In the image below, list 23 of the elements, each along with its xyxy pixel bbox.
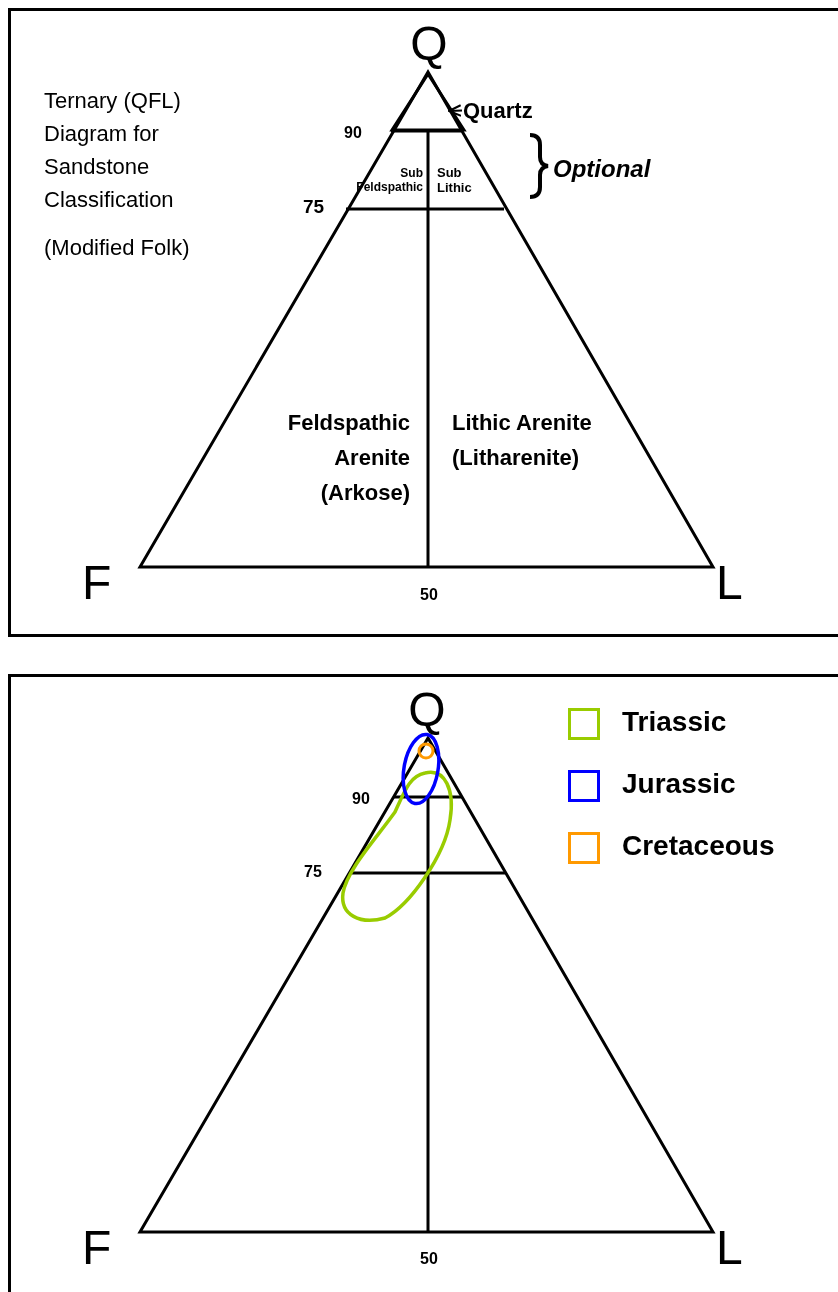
tick-value: 75: [303, 196, 326, 218]
annotation-text: Optional: [553, 155, 652, 183]
diagram-title: Ternary (QFL) Diagram for Sandstone Classification: [44, 87, 182, 214]
legend-label: Cretaceous: [622, 830, 775, 863]
arrow: [447, 104, 463, 117]
vertex-label: L: [716, 1220, 744, 1275]
tick-value: 50: [419, 1250, 439, 1268]
legend-label: Triassic: [622, 706, 727, 739]
vertex-label: F: [82, 555, 113, 610]
vertex-label: F: [82, 1220, 113, 1275]
field-label: Lithic Arenite (Litharenite): [452, 409, 592, 472]
subtitle: (Modified Folk): [44, 235, 191, 260]
legend-label: Jurassic: [622, 768, 736, 801]
callout-label: Quartz: [463, 98, 533, 124]
vertex-label: Q: [409, 16, 449, 71]
vertex-label: L: [716, 555, 744, 610]
vertex-label: Q: [407, 682, 447, 737]
tick-value: 90: [352, 790, 371, 808]
tick-value: 90: [344, 124, 363, 142]
tick-value: 50: [419, 586, 439, 604]
field-label: Feldspathic Arenite (Arkose): [286, 409, 410, 507]
tick-value: 75: [304, 863, 323, 881]
field-label: Sub Lithic: [437, 165, 473, 195]
